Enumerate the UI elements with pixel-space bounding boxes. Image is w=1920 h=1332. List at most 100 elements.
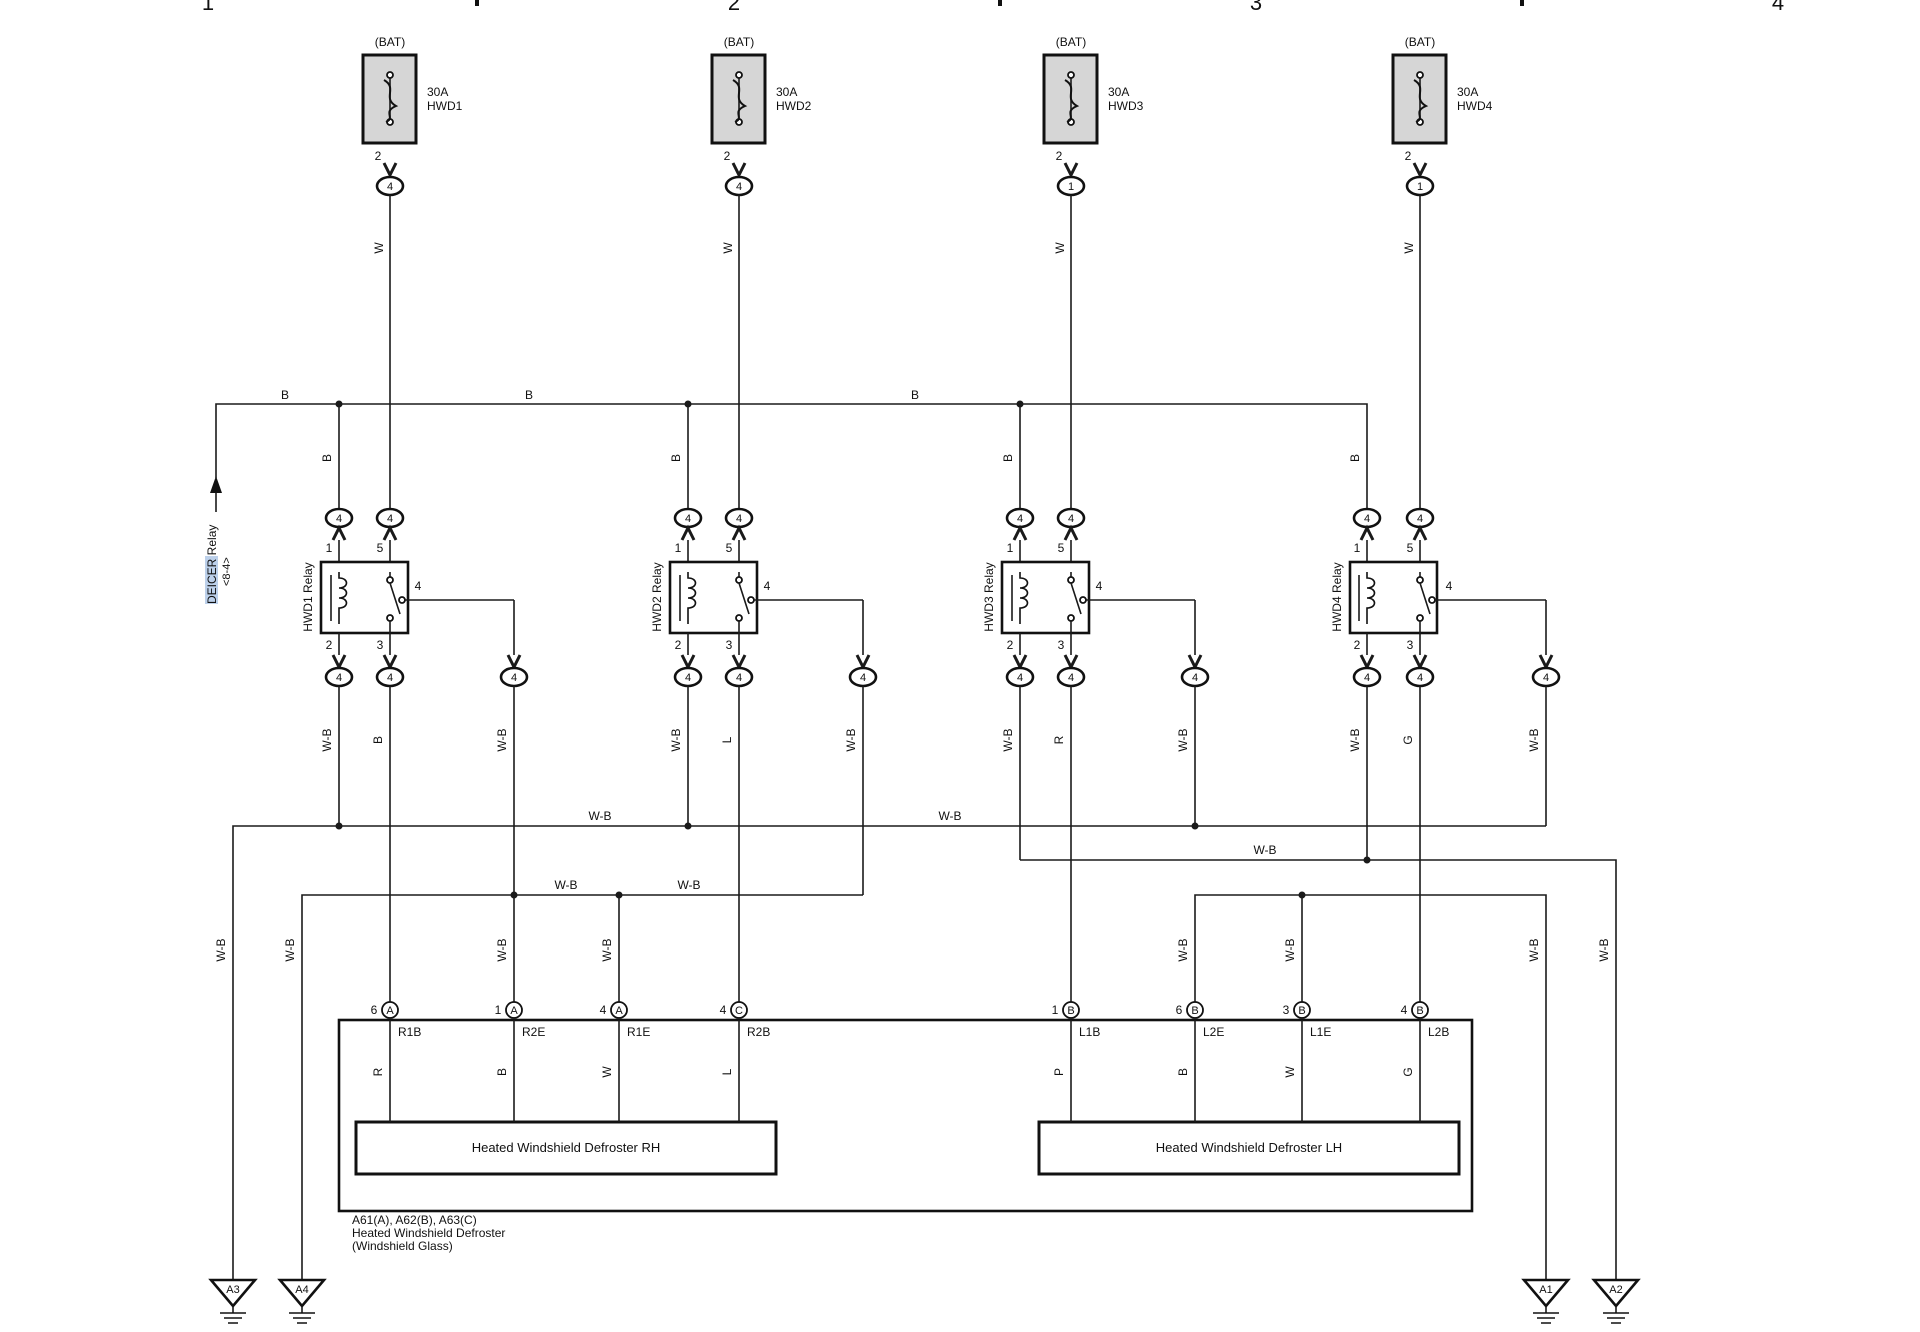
junction-dot — [335, 822, 343, 830]
fuse-rating: 30A — [1457, 85, 1478, 99]
wire-color: W-B — [1176, 938, 1190, 961]
connector-arrow-icon — [731, 162, 747, 179]
fuse-element-icon — [1064, 79, 1080, 123]
terminal-pin: 6 — [1176, 1003, 1183, 1017]
relay-name: HWD4 Relay — [1330, 562, 1344, 631]
ground-a4: A4 — [277, 1278, 327, 1324]
relay-coil-icon — [1366, 572, 1376, 624]
connector-arrow-icon — [1063, 162, 1079, 179]
fuse-name: HWD1 — [427, 99, 463, 113]
connector-number: 4 — [1017, 513, 1023, 525]
ground-symbol-icon — [289, 1312, 315, 1324]
connector-letter: A — [615, 1005, 623, 1017]
ground-label: A2 — [1609, 1284, 1622, 1296]
connector-arrow-icon — [731, 524, 747, 541]
terminal-pin: 4 — [600, 1003, 607, 1017]
connector-circle — [1062, 1001, 1080, 1019]
wire-color: W-B — [1001, 728, 1015, 751]
fuse-source: (BAT) — [1056, 35, 1086, 49]
wire-color: W — [1283, 1066, 1297, 1078]
wire-color: W-B — [600, 938, 614, 961]
relay-pin: 4 — [415, 579, 422, 593]
wire-color: W — [1402, 242, 1416, 254]
fuse-pin: 2 — [1405, 149, 1412, 163]
relay-name: HWD2 Relay — [650, 562, 664, 631]
connector-number: 4 — [387, 181, 393, 193]
terminal-l1b: 1 B L1B P — [1052, 1001, 1100, 1076]
relay-pin: 3 — [377, 638, 384, 652]
fuse-box — [1391, 53, 1448, 145]
fuse-hwd3: (BAT) 30A HWD3 2 1 W — [1042, 35, 1144, 254]
connector-arrow-icon — [506, 654, 522, 671]
switch-contact — [1067, 614, 1075, 622]
relay-hwd3: B 4 4 1 5 4 HWD3 Relay 2 3 4 4 — [982, 454, 1210, 752]
connector-arrow-icon — [1063, 654, 1079, 671]
deicer-name: Relay — [205, 525, 219, 556]
switch-contact — [1416, 576, 1424, 584]
wire-color: P — [1052, 1068, 1066, 1076]
wire-color: W — [372, 242, 386, 254]
column-number: 4 — [1772, 0, 1784, 15]
component-caption: (Windshield Glass) — [352, 1239, 453, 1253]
ground-triangle-icon — [277, 1278, 327, 1309]
connector-arrow-icon — [382, 162, 398, 179]
windshield-glass: Heated Windshield Defroster RH Heated Wi… — [337, 1001, 1474, 1253]
relay-hwd1: B 4 4 1 5 4 HWD1 Relay 2 3 4 4 — [301, 454, 529, 752]
relay-pin: 1 — [326, 541, 333, 555]
connector-circle — [610, 1001, 628, 1019]
wire-color: L — [720, 736, 734, 743]
connector-circle — [1411, 1001, 1429, 1019]
wire-color: R — [371, 1067, 385, 1076]
relay-hwd4: B 4 4 1 5 4 HWD4 Relay 2 3 4 4 — [1330, 454, 1561, 752]
switch-contact — [1416, 614, 1424, 622]
connector-number: 4 — [736, 672, 742, 684]
wire-color: B — [495, 1068, 509, 1076]
ground-label: A3 — [226, 1284, 239, 1296]
fuse-hwd4: (BAT) 30A HWD4 2 1 W — [1391, 35, 1493, 254]
connector-circle — [1186, 1001, 1204, 1019]
bus-label: W-B — [938, 809, 961, 823]
fuse-hwd1: (BAT) 30A HWD1 2 4 W — [361, 35, 463, 254]
terminal-pin: 1 — [495, 1003, 502, 1017]
connector-number: 4 — [685, 513, 691, 525]
terminal-l2b: 4 B L2B G — [1401, 1001, 1449, 1077]
column-header: 1 2 3 4 — [202, 0, 1784, 15]
connector-circle — [381, 1001, 399, 1019]
defroster-lh — [1037, 1120, 1461, 1176]
switch-blade — [389, 582, 401, 615]
connector-number: 4 — [736, 513, 742, 525]
wire-color: W — [600, 1066, 614, 1078]
connector-number: 4 — [387, 513, 393, 525]
connector-number: 1 — [1068, 181, 1074, 193]
terminal-name: L2E — [1203, 1025, 1224, 1039]
connector-arrow-icon — [1359, 654, 1375, 671]
junction-dot — [684, 822, 692, 830]
ground-triangle-icon — [208, 1278, 258, 1309]
deicer-relay-ref: DEICER Relay <8-4> — [205, 525, 233, 604]
bus-label: W-B — [677, 878, 700, 892]
connector-arrow-icon — [1012, 654, 1028, 671]
bus-label: B — [281, 388, 289, 402]
terminal-name: L2B — [1428, 1025, 1449, 1039]
relay-pin: 5 — [1058, 541, 1065, 555]
element-label: Heated Windshield Defroster RH — [472, 1140, 661, 1155]
connector-arrow-icon — [1538, 654, 1554, 671]
defroster-rh — [354, 1120, 778, 1176]
connector-number: 4 — [685, 672, 691, 684]
connector-number: 4 — [1068, 513, 1074, 525]
connector-letter: B — [1416, 1005, 1423, 1017]
fuse-rating: 30A — [1108, 85, 1129, 99]
connector-arrow-icon — [1187, 654, 1203, 671]
fuse-name: HWD4 — [1457, 99, 1493, 113]
connector-arrow-icon — [331, 654, 347, 671]
relay-pin: 4 — [1446, 579, 1453, 593]
bus-label: W-B — [554, 878, 577, 892]
ground-symbol-icon — [1603, 1312, 1629, 1324]
switch-contact — [1067, 576, 1075, 584]
connector-letter: C — [735, 1005, 743, 1017]
relay-hwd2: B 4 4 1 5 4 HWD2 Relay 2 3 4 4 — [650, 454, 878, 752]
terminal-r2e: 1 A R2E B — [495, 1001, 545, 1076]
relay-pin: 1 — [675, 541, 682, 555]
wire-color: W-B — [495, 728, 509, 751]
switch-contact — [1079, 596, 1087, 604]
